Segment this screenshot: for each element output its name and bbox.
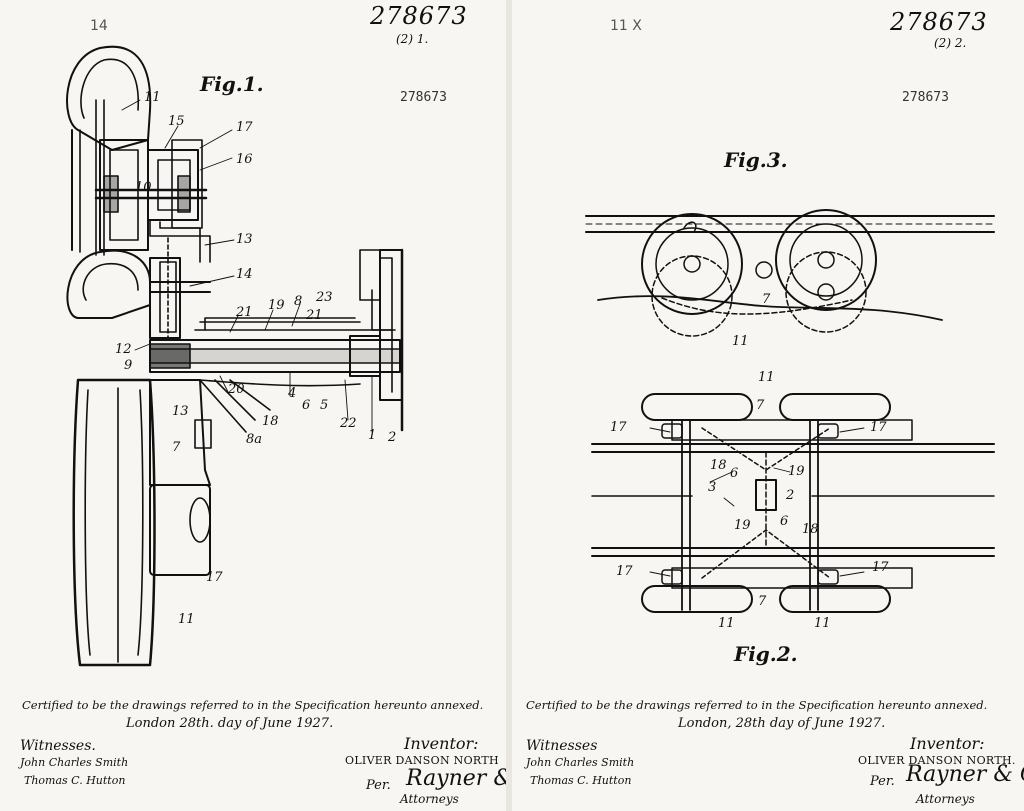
fig3-side-view — [585, 209, 995, 337]
part-label: 17 — [870, 420, 887, 435]
part-label: 17 — [872, 560, 889, 575]
part-label: 11 — [758, 370, 775, 385]
certification-text: Certified to be the drawings referred to… — [22, 698, 484, 712]
witness-signature-2: Thomas C. Hutton — [530, 774, 632, 787]
witnesses-heading: Witnesses. — [20, 738, 96, 754]
part-label: 19 — [268, 298, 285, 313]
fig1-axle-tube — [149, 317, 401, 387]
stamped-number: 278673 — [400, 90, 447, 105]
pencil-mark: 11 X — [610, 18, 642, 34]
certification-date: London, 28th day of June 1927. — [678, 716, 886, 731]
patent-number: 278673 — [890, 8, 988, 36]
fig2-plan-view — [591, 393, 995, 613]
certification-text: Certified to be the drawings referred to… — [526, 698, 988, 712]
part-label: 16 — [236, 152, 253, 167]
inventor-name: OLIVER DANSON NORTH — [345, 754, 499, 767]
part-label: 5 — [320, 398, 329, 413]
part-label: 22 — [340, 416, 357, 431]
inventor-heading: Inventor: — [404, 734, 479, 753]
pencil-mark: 14 — [90, 18, 108, 34]
part-label: 10 — [135, 180, 152, 195]
witness-signature-1: John Charles Smith — [526, 756, 635, 769]
part-label: 13 — [236, 232, 253, 247]
drawing-sheet-2: 278673 (2) 2. 278673 11 X Fig.3. Fig.2. … — [512, 0, 1024, 811]
certification-date: London 28th. day of June 1927. — [126, 716, 334, 731]
part-label: 21 — [236, 305, 253, 320]
figure-title: Fig.1. — [200, 72, 264, 96]
part-label: 18 — [262, 414, 279, 429]
stamped-number: 278673 — [902, 90, 949, 105]
part-label: 3 — [708, 480, 717, 495]
part-label: 11 — [144, 90, 161, 105]
sheet-number: (2) 2. — [934, 36, 967, 50]
fig1-hub-assembly — [94, 139, 211, 263]
fig1-swing-arm — [149, 379, 271, 576]
part-label: 17 — [616, 564, 633, 579]
part-label: 7 — [172, 440, 181, 455]
inventor-heading: Inventor: — [910, 734, 985, 753]
inventor-name: OLIVER DANSON NORTH. — [858, 754, 1016, 767]
part-label: 11 — [814, 616, 831, 631]
figure-title-fig3: Fig.3. — [724, 148, 788, 172]
drawing-sheet-1: 278673 (2) 1. 278673 14 Fig.1. 11 15 17 … — [0, 0, 506, 811]
part-label: 11 — [718, 616, 735, 631]
part-label: 17 — [610, 420, 627, 435]
fig2-leader-lines — [649, 427, 865, 577]
part-label: 4 — [288, 386, 297, 401]
part-label: 11 — [732, 334, 749, 349]
part-label: 20 — [228, 382, 245, 397]
patent-number: 278673 — [370, 2, 468, 30]
figure-title-fig2: Fig.2. — [734, 642, 798, 666]
fig2-fig3-drawing — [585, 209, 995, 613]
part-label: 11 — [178, 612, 195, 627]
part-label: 14 — [236, 267, 253, 282]
part-label: 18 — [710, 458, 727, 473]
fig1-drawing — [66, 45, 404, 667]
part-label: 9 — [124, 358, 133, 373]
part-label: 18 — [802, 522, 819, 537]
fig1-leader-lines — [121, 99, 373, 433]
witness-signature-2: Thomas C. Hutton — [24, 774, 126, 787]
part-label: 1 — [368, 428, 377, 443]
part-label: 12 — [115, 342, 132, 357]
part-label: 7 — [762, 292, 771, 307]
part-label: 2 — [388, 430, 397, 445]
part-label: 23 — [316, 290, 333, 305]
fig1-lower-wheel — [72, 378, 156, 667]
sheet-number: (2) 1. — [396, 32, 429, 46]
attorneys-label: Attorneys — [400, 792, 459, 806]
fig1-kingpin-housing — [149, 237, 211, 341]
part-label: 21 — [306, 308, 323, 323]
part-label: 7 — [756, 398, 765, 413]
part-label: 6 — [780, 514, 789, 529]
part-label: 17 — [236, 120, 253, 135]
part-label: 6 — [302, 398, 311, 413]
per-label: Per. — [870, 774, 895, 789]
part-label: 2 — [786, 488, 795, 503]
part-label: 6 — [730, 466, 739, 481]
part-label: 15 — [168, 114, 185, 129]
per-label: Per. — [366, 778, 391, 793]
attorneys-label: Attorneys — [916, 792, 975, 806]
part-label: 17 — [206, 570, 223, 585]
part-label: 19 — [734, 518, 751, 533]
witnesses-heading: Witnesses — [526, 738, 598, 754]
part-label: 7 — [758, 594, 767, 609]
page-gutter — [506, 0, 512, 811]
agent-signature: Rayner & Co — [406, 766, 506, 791]
fig1-frame-bracket — [359, 248, 404, 432]
part-label: 8a — [246, 432, 263, 447]
agent-signature: Rayner & Co — [906, 762, 1024, 787]
part-label: 13 — [172, 404, 189, 419]
witness-signature-1: John Charles Smith — [20, 756, 129, 769]
part-label: 8 — [294, 294, 303, 309]
part-label: 19 — [788, 464, 805, 479]
